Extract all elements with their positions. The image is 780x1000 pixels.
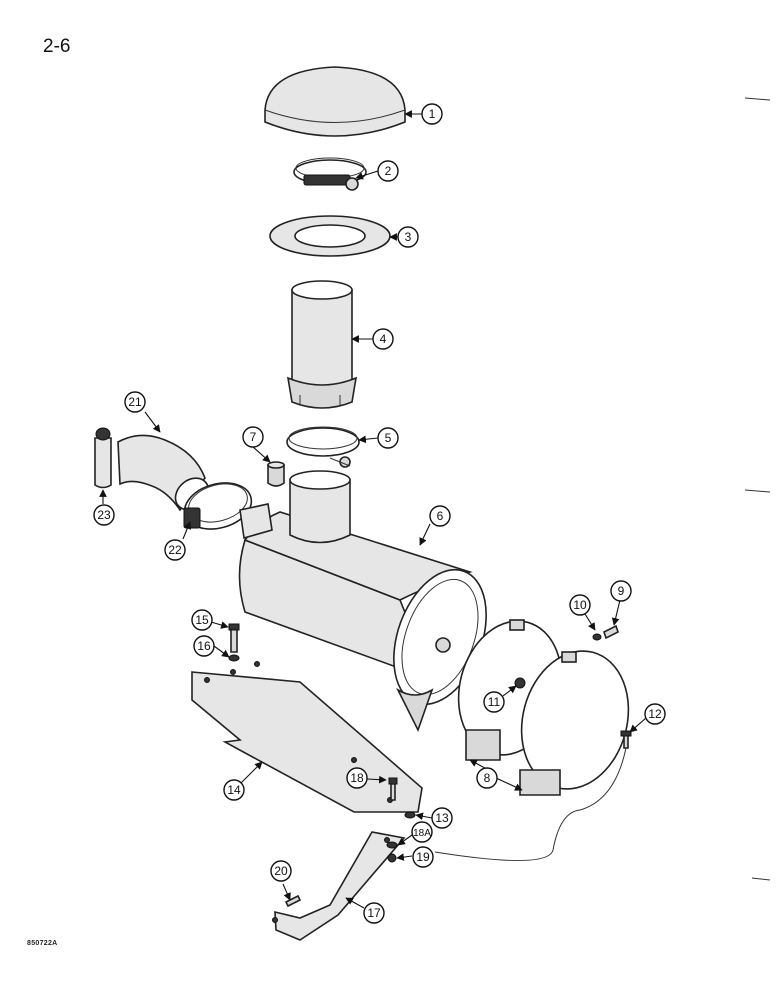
svg-text:17: 17 bbox=[367, 906, 381, 920]
callout-12: 12 bbox=[644, 703, 666, 725]
svg-text:8: 8 bbox=[484, 771, 491, 785]
callout-18a: 18A bbox=[411, 821, 433, 843]
svg-text:18A: 18A bbox=[413, 828, 431, 839]
callout-14: 14 bbox=[223, 779, 245, 801]
callout-5: 5 bbox=[377, 427, 399, 449]
part-plug bbox=[267, 461, 285, 487]
svg-text:23: 23 bbox=[97, 508, 111, 522]
part-bolt-12 bbox=[620, 730, 632, 749]
part-nut-11 bbox=[514, 677, 526, 689]
svg-text:1: 1 bbox=[429, 107, 436, 121]
part-bolt-9 bbox=[592, 624, 619, 641]
svg-text:7: 7 bbox=[250, 430, 257, 444]
svg-text:15: 15 bbox=[195, 613, 209, 627]
callout-17: 17 bbox=[363, 902, 385, 924]
leaders bbox=[99, 110, 647, 909]
callout-21: 21 bbox=[124, 391, 146, 413]
svg-text:20: 20 bbox=[274, 864, 288, 878]
svg-text:14: 14 bbox=[227, 783, 241, 797]
callout-13: 13 bbox=[431, 807, 453, 829]
svg-text:6: 6 bbox=[437, 509, 444, 523]
svg-text:4: 4 bbox=[380, 332, 387, 346]
figure-code: 850722A bbox=[27, 940, 58, 947]
callout-4: 4 bbox=[372, 328, 394, 350]
svg-text:13: 13 bbox=[435, 811, 449, 825]
part-small-hose bbox=[94, 427, 112, 489]
svg-text:10: 10 bbox=[573, 598, 587, 612]
callout-16: 16 bbox=[193, 635, 215, 657]
part-ring bbox=[269, 215, 391, 257]
callout-9: 9 bbox=[610, 580, 632, 602]
svg-text:22: 22 bbox=[168, 543, 182, 557]
svg-text:19: 19 bbox=[416, 850, 430, 864]
svg-text:11: 11 bbox=[488, 695, 501, 709]
callout-18: 18 bbox=[346, 767, 368, 789]
part-stack-tube bbox=[286, 280, 358, 409]
callout-22: 22 bbox=[164, 539, 186, 561]
svg-text:16: 16 bbox=[197, 639, 211, 653]
svg-text:3: 3 bbox=[405, 230, 412, 244]
part-hardware bbox=[284, 777, 416, 908]
part-air-cleaner-housing bbox=[238, 470, 487, 733]
callout-19: 19 bbox=[412, 846, 434, 868]
callout-7: 7 bbox=[242, 426, 264, 448]
callout-10: 10 bbox=[569, 594, 591, 616]
callout-1: 1 bbox=[421, 103, 443, 125]
part-rain-cap bbox=[264, 66, 406, 137]
svg-text:5: 5 bbox=[385, 431, 392, 445]
callout-11: 11 bbox=[483, 691, 505, 713]
svg-text:9: 9 bbox=[618, 584, 625, 598]
callout-23: 23 bbox=[93, 504, 115, 526]
part-support-brace bbox=[272, 831, 406, 941]
part-hose-clamp-top bbox=[293, 157, 367, 191]
callout-2: 2 bbox=[377, 160, 399, 182]
callout-3: 3 bbox=[397, 226, 419, 248]
svg-text:2: 2 bbox=[385, 164, 392, 178]
callout-15: 15 bbox=[191, 609, 213, 631]
svg-text:18: 18 bbox=[350, 771, 364, 785]
page-number: 2-6 bbox=[43, 36, 71, 57]
part-clamp-5 bbox=[286, 426, 360, 468]
part-bolt-15 bbox=[228, 623, 240, 662]
callout-6: 6 bbox=[429, 505, 451, 527]
callout-20: 20 bbox=[270, 860, 292, 882]
callout-8: 8 bbox=[476, 767, 498, 789]
svg-text:21: 21 bbox=[128, 395, 142, 409]
svg-text:12: 12 bbox=[648, 707, 662, 721]
